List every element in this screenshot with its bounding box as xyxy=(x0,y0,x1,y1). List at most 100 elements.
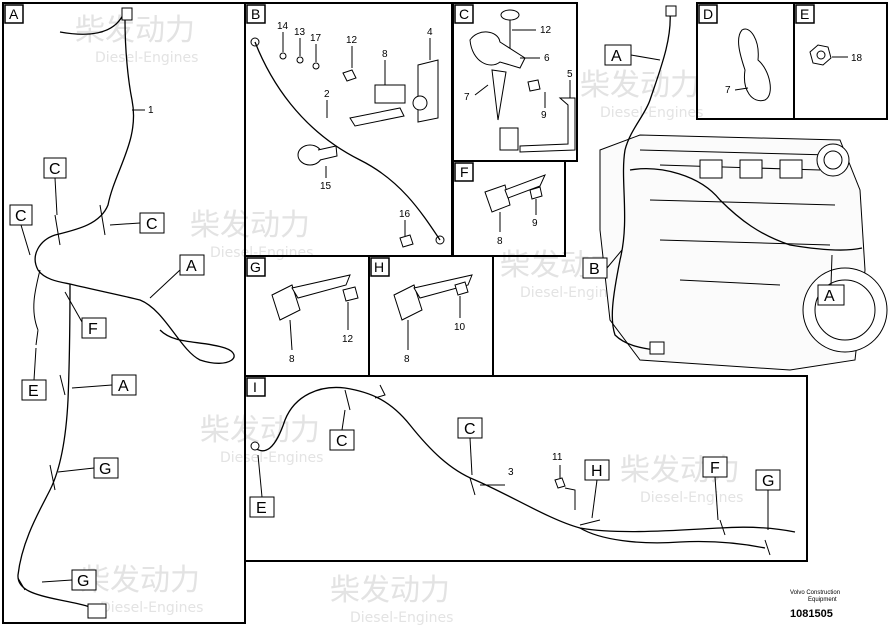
panel-b-letter: B xyxy=(251,6,260,22)
callout-leader xyxy=(341,409,346,431)
watermark-en: Diesel-Engines xyxy=(100,600,203,616)
panel-g: G 8 12 xyxy=(244,255,370,377)
panel-f: F 8 9 xyxy=(452,160,566,257)
cable-tie xyxy=(738,28,771,102)
flywheel-inner xyxy=(814,279,876,341)
harness-on-engine-2 xyxy=(629,168,863,251)
callout-g: G xyxy=(77,573,89,590)
screw xyxy=(399,234,414,248)
watermark-cn: 柴发动力 xyxy=(75,13,195,48)
callout-f: F xyxy=(710,460,720,477)
callout-a: A xyxy=(611,48,622,65)
callout-leader xyxy=(71,384,113,389)
turbo-inner xyxy=(823,150,843,170)
part-number-3: 3 xyxy=(508,467,514,478)
bracket xyxy=(519,97,576,153)
spacer xyxy=(412,95,428,111)
leader-7 xyxy=(734,87,749,91)
screw xyxy=(342,69,357,82)
callout-c: C xyxy=(146,216,158,233)
harness-end xyxy=(250,441,260,451)
panel-a-frame xyxy=(2,2,246,624)
callout-leader xyxy=(33,347,37,381)
part-number-4: 4 xyxy=(427,27,433,38)
screw xyxy=(527,79,541,92)
panel-b-tag xyxy=(246,4,266,24)
callout-f: F xyxy=(88,321,98,338)
footer: Volvo Construction Equipment 1081505 xyxy=(790,590,840,620)
callout-leader xyxy=(606,249,623,269)
harness-clips-a xyxy=(17,204,106,591)
callout-leader xyxy=(57,467,95,473)
panel-i: I 3 11 C C E H F G xyxy=(244,375,808,562)
callout-leader xyxy=(830,254,833,286)
harness-tip xyxy=(374,384,386,399)
watermark-cn: 柴发动力 xyxy=(330,573,450,608)
screw xyxy=(554,477,566,489)
part-number-2: 2 xyxy=(324,89,330,100)
harness-wire-i-branch xyxy=(579,527,766,549)
part-number-8: 8 xyxy=(289,354,295,365)
part-number-8: 8 xyxy=(497,236,503,247)
watermark-cn: 柴发动力 xyxy=(190,208,310,243)
harness-clips-i xyxy=(344,389,771,556)
leader-7 xyxy=(474,84,489,96)
callout-leader xyxy=(149,269,181,299)
callout-g: G xyxy=(99,461,111,478)
clamp-tail xyxy=(491,69,507,121)
part-number-10: 10 xyxy=(454,322,466,333)
panel-c-letter: C xyxy=(459,6,469,22)
callout-b: B xyxy=(589,261,600,278)
turbo xyxy=(816,143,850,177)
part-number-9: 9 xyxy=(541,110,547,121)
panel-f-frame xyxy=(452,160,566,257)
panel-g-tag xyxy=(246,257,266,277)
callout-c: C xyxy=(49,161,61,178)
part-number-7: 7 xyxy=(464,92,470,103)
panel-h-tag xyxy=(370,257,390,277)
callout-g: G xyxy=(762,473,774,490)
panel-d-tag xyxy=(698,4,718,24)
clip-tail xyxy=(413,274,473,299)
part-number-12: 12 xyxy=(346,35,358,46)
panel-h: H 8 10 xyxy=(368,255,494,377)
watermark-en: Diesel-Engines xyxy=(600,105,703,121)
bracket-i xyxy=(564,487,576,510)
washer xyxy=(279,52,287,60)
panel-f-tag xyxy=(454,162,474,182)
part-number-14: 14 xyxy=(277,21,289,32)
panel-g-letter: G xyxy=(250,259,261,275)
clip-tail xyxy=(291,274,351,299)
part-number-1: 1 xyxy=(148,105,154,116)
bolt-head xyxy=(297,144,323,166)
part-number-7: 7 xyxy=(725,85,731,96)
connector-a xyxy=(87,603,107,619)
panel-e-frame xyxy=(793,2,888,120)
washer xyxy=(296,56,304,64)
clip-tab xyxy=(349,107,405,127)
cylinder-head xyxy=(739,159,763,179)
panel-d-letter: D xyxy=(703,6,713,22)
engine-overview: A B A xyxy=(582,5,888,371)
connector-engine-top xyxy=(665,5,677,17)
nut xyxy=(312,62,320,70)
part-number-8: 8 xyxy=(382,49,388,60)
watermark-cn: 柴发动力 xyxy=(200,413,320,448)
clip-body xyxy=(271,284,301,321)
strap-eye-bottom xyxy=(435,235,445,245)
p-clamp xyxy=(469,31,526,69)
part-number-16: 16 xyxy=(399,209,411,220)
watermark-cn: 柴发动力 xyxy=(580,68,700,103)
panel-a-letter: A xyxy=(9,6,19,22)
callout-e: E xyxy=(28,383,39,400)
flywheel xyxy=(802,267,888,353)
watermark-en: Diesel-Engines xyxy=(640,490,743,506)
callout-leader xyxy=(714,476,719,521)
spacer xyxy=(499,127,519,151)
part-number-18: 18 xyxy=(851,53,863,64)
bolt-head xyxy=(500,9,520,21)
callout-leader xyxy=(54,177,58,216)
cylinder-head xyxy=(699,159,723,179)
callout-c: C xyxy=(464,421,476,438)
callout-leader xyxy=(469,437,473,476)
